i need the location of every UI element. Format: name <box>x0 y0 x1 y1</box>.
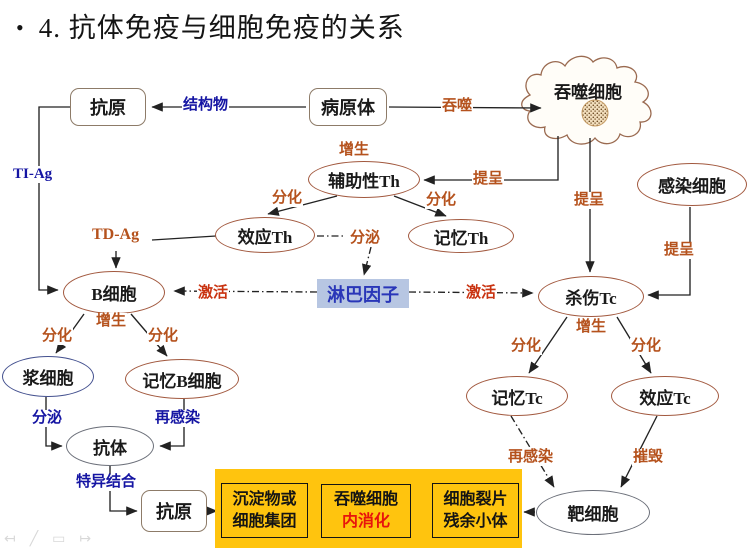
dash-lymphokine-to-bcell <box>173 286 318 296</box>
fragments-line2: 残余小体 <box>443 512 508 530</box>
label-differentiate-tc-left: 分化 <box>510 338 543 355</box>
node-memory-tc: 记忆Tc <box>466 376 568 416</box>
label-secrete-antibody: 分泌 <box>31 410 64 427</box>
label-reinfect-memorytc: 再感染 <box>507 449 555 466</box>
node-b-cell: B细胞 <box>63 271 165 314</box>
node-phagocyte-digest: 吞噬细胞 内消化 <box>321 484 411 538</box>
label-present-phagocyte-tc: 提呈 <box>573 192 606 209</box>
label-present-to-helperth: 提呈 <box>472 171 505 188</box>
label-secrete-lymphokine: 分泌 <box>349 230 382 247</box>
arrow-helperth-to-memoryth <box>393 195 447 217</box>
node-effector-th: 效应Th <box>215 217 315 253</box>
node-infected-cell: 感染细胞 <box>637 163 747 206</box>
fragments-line1: 细胞裂片 <box>443 490 508 508</box>
node-pathogen: 病原体 <box>309 88 387 126</box>
node-target-cell: 靶细胞 <box>536 490 650 535</box>
page-title: • 4. 抗体免疫与细胞免疫的关系 <box>16 6 405 45</box>
node-precipitate: 沉淀物或 细胞集团 <box>221 483 308 538</box>
precipitate-line1: 沉淀物或 <box>232 490 297 508</box>
phagocyte-nucleus <box>581 99 609 127</box>
label-present-infectedcell: 提呈 <box>663 242 696 259</box>
label-proliferate-th: 增生 <box>338 142 371 159</box>
label-proliferate-bcell: 增生 <box>95 313 128 330</box>
label-differentiate-th-left: 分化 <box>271 190 304 207</box>
label-engulf: 吞噬 <box>441 98 474 115</box>
label-proliferate-killertc: 增生 <box>575 319 608 336</box>
label-differentiate-th-right: 分化 <box>425 192 458 209</box>
node-antibody: 抗体 <box>66 426 154 466</box>
digest-line2: 内消化 <box>341 513 390 530</box>
node-killer-tc: 杀伤Tc <box>538 276 644 317</box>
node-antigen-bottom: 抗原 <box>141 490 207 532</box>
label-td-ag: TD-Ag <box>91 226 141 244</box>
node-phagocyte: 吞噬细胞 <box>554 83 622 102</box>
slide-menu-icon[interactable]: ▭ <box>52 531 66 547</box>
arrow-antigen-to-bcell-tiag <box>38 106 70 295</box>
line-tdag-to-effectorth <box>151 235 217 241</box>
label-destroy: 摧毁 <box>632 449 665 466</box>
title-bullet-icon: • <box>16 15 25 40</box>
label-differentiate-tc-right: 分化 <box>630 338 663 355</box>
digest-line1: 吞噬细胞 <box>333 491 398 509</box>
node-lymphokine: 淋巴因子 <box>317 279 409 308</box>
nav-back-icon[interactable]: ↤ <box>4 531 16 547</box>
pen-icon[interactable]: ╱ <box>29 531 39 547</box>
label-reinfect-memoryb: 再感染 <box>154 410 202 427</box>
phagocyte-shape <box>521 55 652 145</box>
label-activate-killertc: 激活 <box>465 285 498 302</box>
precipitate-line2: 细胞集团 <box>232 512 297 530</box>
node-memory-b-cell: 记忆B细胞 <box>125 359 239 399</box>
arrow-infectedcell-to-killertc <box>647 207 691 300</box>
node-cell-fragments: 细胞裂片 残余小体 <box>432 483 519 538</box>
dash-secrete-to-lymphokine <box>362 246 372 276</box>
node-memory-th: 记忆Th <box>408 219 514 253</box>
node-plasma-cell: 浆细胞 <box>2 356 94 397</box>
label-structure: 结构物 <box>182 97 230 114</box>
connectors-dashed <box>173 235 555 488</box>
node-helper-th: 辅助性Th <box>308 161 420 198</box>
nav-forward-icon[interactable]: ↦ <box>79 531 92 547</box>
node-effector-tc: 效应Tc <box>611 376 719 416</box>
arrow-phagocyte-to-helperth <box>423 136 559 185</box>
label-ti-ag: TI-Ag <box>12 166 54 183</box>
label-differentiate-bcell-left: 分化 <box>41 328 74 345</box>
label-activate-bcell: 激活 <box>197 285 230 302</box>
page-title-text: 4. 抗体免疫与细胞免疫的关系 <box>38 13 405 43</box>
presenter-toolbar: ↤ ╱ ▭ ↦ <box>4 531 91 547</box>
label-differentiate-bcell-right: 分化 <box>147 328 180 345</box>
dash-memorytc-to-targetcell <box>510 415 555 488</box>
node-antigen-top: 抗原 <box>70 88 146 126</box>
arrow-killertc-to-memorytc <box>528 316 568 374</box>
label-specific-bind: 特异结合 <box>75 474 138 491</box>
